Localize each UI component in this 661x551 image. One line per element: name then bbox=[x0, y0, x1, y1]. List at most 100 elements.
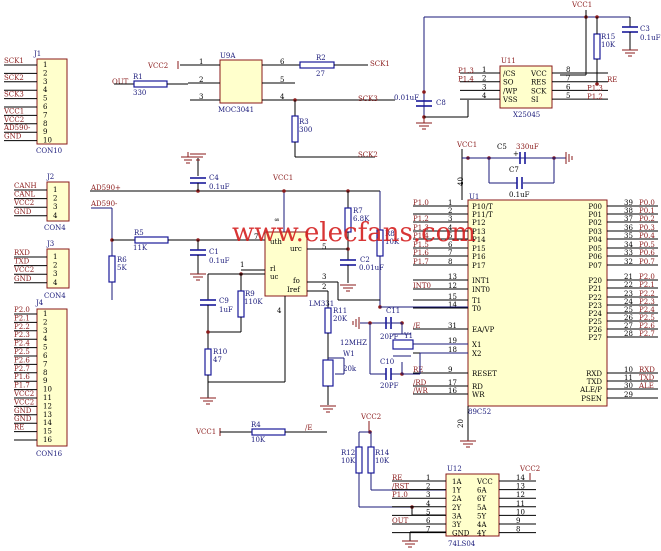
j2-type: CON4 bbox=[44, 224, 66, 232]
u1-pin-number: 34 bbox=[624, 241, 633, 249]
j1-pin-number: 9 bbox=[43, 128, 47, 136]
u1-pin-number: 14 bbox=[448, 301, 457, 309]
u12-part: 74LS04 bbox=[448, 540, 476, 548]
u1-net-label: /WR bbox=[413, 387, 429, 395]
u12-net-label: P1.0 bbox=[392, 491, 408, 499]
u1-pin-number: 33 bbox=[624, 249, 633, 257]
u12-pin-number: 1 bbox=[426, 474, 430, 482]
out-label: OUT bbox=[112, 78, 129, 86]
lm331-pin-uc: uc bbox=[270, 273, 279, 281]
j4-pin-number: 7 bbox=[43, 360, 47, 368]
j1-net-label: SCK1 bbox=[4, 57, 24, 65]
u1-net-label: P1.3 bbox=[413, 224, 429, 232]
u1-net-label: P0.0 bbox=[639, 199, 655, 207]
u11-body bbox=[499, 65, 553, 109]
j1-net-label: VCC1 bbox=[3, 107, 24, 115]
u1-pin-name: P16 bbox=[472, 253, 486, 261]
j3-body bbox=[46, 248, 70, 289]
r11-value: 20K bbox=[333, 315, 348, 323]
u1-pin-number: 1 bbox=[448, 199, 452, 207]
lm331-pin1: 1 bbox=[240, 261, 244, 269]
u11-pin-name: SI bbox=[531, 96, 539, 104]
resistor-r14 bbox=[367, 446, 375, 474]
j1-pin-number: 2 bbox=[43, 69, 47, 77]
u1-body bbox=[467, 199, 608, 407]
u1-pin-name: P14 bbox=[472, 236, 486, 244]
r2-ref: R2 bbox=[316, 54, 326, 62]
u9a-pin4: 4 bbox=[280, 93, 285, 101]
j3-net-label: GND bbox=[14, 275, 32, 283]
u1-pin-name: P04 bbox=[588, 236, 602, 244]
u1-net-label: RE bbox=[413, 366, 423, 374]
resistor-r6 bbox=[108, 255, 116, 283]
u12-pin-number: 5 bbox=[426, 508, 430, 516]
j1-pin-number: 1 bbox=[43, 61, 47, 69]
u1-pin-number: 17 bbox=[448, 379, 457, 387]
u1-pin-name: WR bbox=[472, 391, 485, 399]
u12-pin-number: 12 bbox=[516, 491, 525, 499]
u1-vcc1-label: VCC1 bbox=[456, 141, 477, 149]
c3-ref: C3 bbox=[640, 25, 650, 33]
u12-vcc2-label: VCC2 bbox=[360, 413, 381, 421]
u1-pin-name: PSEN bbox=[581, 395, 602, 403]
u11-vcc1-label: VCC1 bbox=[571, 1, 592, 9]
u1-pin-name: EA/VP bbox=[472, 326, 495, 334]
u9a-pin3: 3 bbox=[199, 93, 203, 101]
j4-net-label: GND bbox=[14, 407, 32, 415]
c4-ref: C4 bbox=[209, 174, 219, 182]
r2-value: 27 bbox=[316, 70, 325, 78]
u11-net-label: P1.4 bbox=[458, 76, 474, 84]
c5-value: 330uF bbox=[516, 143, 539, 151]
j4-net-label: P1.7 bbox=[14, 382, 30, 390]
u1-pin-name: P11/T bbox=[472, 211, 493, 219]
u1-pin-number: 37 bbox=[624, 215, 633, 223]
j4-pin-number: 12 bbox=[43, 402, 52, 410]
j4-pin-number: 3 bbox=[43, 327, 47, 335]
u11-pin-name: /WP bbox=[503, 87, 518, 95]
resistor-r15 bbox=[593, 33, 601, 60]
j4-net-label: P2.0 bbox=[14, 306, 30, 314]
u12-pin-number: 10 bbox=[516, 508, 525, 516]
u1-net-label: P2.7 bbox=[639, 330, 655, 338]
ea-pullup: VCC1 R4 10K /E bbox=[195, 421, 327, 444]
sck1-label: SCK1 bbox=[370, 60, 390, 68]
u1-pin-name: P17 bbox=[472, 262, 486, 270]
j2-pin-number: 3 bbox=[53, 203, 57, 211]
u1-net-label: TXD bbox=[639, 374, 655, 382]
j4-body bbox=[36, 308, 68, 447]
r4-ref: R4 bbox=[251, 421, 261, 429]
j4-net-label: P2.5 bbox=[14, 348, 30, 356]
j4-ref: J4 bbox=[35, 299, 44, 307]
u11-pin-number: 1 bbox=[482, 66, 486, 74]
j4-pin-number: 11 bbox=[43, 394, 52, 402]
j1-pin-number: 4 bbox=[43, 86, 48, 94]
j4-net-label: RE bbox=[14, 424, 24, 432]
r7-ref: R7 bbox=[353, 207, 363, 215]
u11-pin-number: 3 bbox=[482, 83, 486, 91]
j1-pin-number: 7 bbox=[43, 111, 47, 119]
j4-pin-number: 5 bbox=[43, 344, 47, 352]
u1-net-label: P2.2 bbox=[639, 290, 655, 298]
c7-ref: C7 bbox=[509, 166, 519, 174]
u12-pin-number: 14 bbox=[516, 474, 525, 482]
j1-pin-number: 3 bbox=[43, 78, 47, 86]
u1-pin-number: 36 bbox=[624, 224, 633, 232]
u11-pin-number: 4 bbox=[482, 92, 487, 100]
u1-pin-name: P26 bbox=[588, 326, 602, 334]
j2-pin-number: 2 bbox=[53, 195, 57, 203]
u12-pin-name: 3Y bbox=[452, 521, 461, 529]
u9a-body bbox=[219, 59, 263, 104]
u1-pin-number: 25 bbox=[624, 306, 633, 314]
c1-value: 0.1uF bbox=[209, 257, 230, 265]
j2-ref: J2 bbox=[46, 173, 54, 181]
u1-pin-number: 11 bbox=[624, 374, 633, 382]
u11-pin-number: 2 bbox=[482, 75, 486, 83]
r7-value: 6.8K bbox=[353, 215, 370, 223]
u1-pin-name: P21 bbox=[588, 285, 602, 293]
u1-pin-number: 3 bbox=[448, 215, 452, 223]
u1-net-label: P2.5 bbox=[639, 314, 655, 322]
u1-net-label: /RD bbox=[413, 379, 427, 387]
u12-net-label: RE bbox=[392, 474, 402, 482]
